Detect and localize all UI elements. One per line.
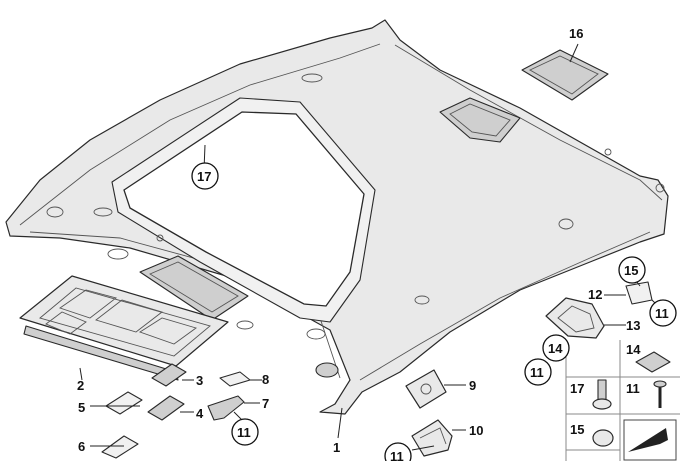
grid-label-14: 14 bbox=[626, 342, 641, 357]
grid-label-11: 11 bbox=[626, 381, 640, 396]
label-7: 7 bbox=[262, 396, 269, 411]
callout-11-holder: 11 bbox=[530, 365, 544, 380]
button-3 bbox=[151, 363, 187, 387]
label-10: 10 bbox=[469, 423, 483, 438]
label-2: 2 bbox=[77, 378, 84, 393]
button-4 bbox=[147, 395, 185, 421]
fastener-grid bbox=[565, 340, 680, 461]
bracket-9 bbox=[405, 369, 447, 409]
label-3: 3 bbox=[196, 373, 203, 388]
callout-14-holder: 14 bbox=[548, 341, 563, 356]
console-tray-2 bbox=[19, 275, 229, 381]
callout-17-frame: 17 bbox=[197, 169, 211, 184]
label-1: 1 bbox=[333, 440, 340, 455]
callout-11-clip: 11 bbox=[237, 425, 251, 440]
label-9: 9 bbox=[469, 378, 476, 393]
clip-7 bbox=[207, 395, 245, 421]
cover-16 bbox=[521, 49, 609, 101]
callout-15-nut: 15 bbox=[624, 263, 638, 278]
label-6: 6 bbox=[78, 439, 85, 454]
label-12: 12 bbox=[588, 287, 602, 302]
callout-11-bottom: 11 bbox=[390, 449, 404, 461]
grid-labels: 14 17 11 15 bbox=[570, 342, 641, 437]
headliner-part bbox=[5, 19, 669, 415]
cover-6 bbox=[101, 435, 139, 459]
callout-11-nut: 11 bbox=[655, 306, 669, 321]
part-labels: 1 2 3 4 5 6 7 8 9 10 12 13 16 bbox=[77, 26, 640, 455]
callout-circles: 17 11 11 14 11 15 11 bbox=[191, 162, 677, 461]
label-4: 4 bbox=[196, 406, 204, 421]
pad-8 bbox=[219, 371, 251, 387]
label-8: 8 bbox=[262, 372, 269, 387]
label-5: 5 bbox=[78, 400, 85, 415]
clip-10 bbox=[411, 419, 453, 457]
grid-label-15: 15 bbox=[570, 422, 584, 437]
label-16: 16 bbox=[569, 26, 583, 41]
label-13: 13 bbox=[626, 318, 640, 333]
lens-5 bbox=[105, 391, 143, 415]
holder-13 bbox=[545, 297, 605, 339]
grid-label-17: 17 bbox=[570, 381, 584, 396]
